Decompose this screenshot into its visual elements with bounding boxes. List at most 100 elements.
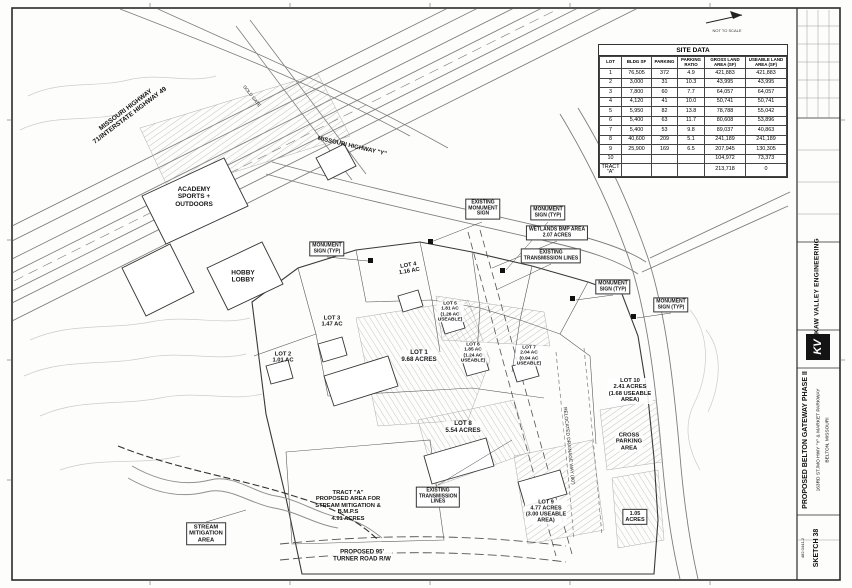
kaw-valley-logo-text: KV <box>812 339 824 355</box>
site-data-cell: 241,189 <box>745 134 787 146</box>
site-data-cell: 3,000 <box>621 77 652 89</box>
site-data-cell: 25,900 <box>621 144 652 155</box>
site-data-cell: 10.3 <box>677 77 705 89</box>
site-data-cell: 53 <box>651 125 678 136</box>
site-data-col-header: PARKING <box>651 55 678 70</box>
title-block-city: BELTON, MISSOURI <box>825 417 831 463</box>
label-existing-transmission-lines-north: EXISTING TRANSMISSION LINES <box>520 248 582 264</box>
site-data-cell: 5,400 <box>621 115 652 127</box>
site-data-cell: 80,608 <box>704 115 746 127</box>
site-data-cell: 6.5 <box>677 144 705 155</box>
label-hobby-lobby: HOBBY LOBBY <box>231 269 255 284</box>
building-footprints <box>121 143 568 507</box>
site-data-cell: 5,950 <box>621 106 652 117</box>
site-data-cell <box>621 153 652 165</box>
label-monument-sign-typ-1: MONUMENT SIGN (TYP) <box>530 205 566 221</box>
site-data-cell: 4.9 <box>677 68 705 79</box>
site-data-cell: 50,741 <box>745 96 787 108</box>
label-lot-2: LOT 2 1.01 AC <box>272 351 294 364</box>
site-data-cell <box>651 153 678 165</box>
site-data-cell: 40,863 <box>745 125 787 136</box>
site-data-cell: 241,189 <box>704 134 746 146</box>
label-lot-6: LOT 6 1.85 AC (1.24 AC USEABLE) <box>459 342 487 364</box>
site-boundary <box>251 241 659 575</box>
label-monument-sign-typ-3: MONUMENT SIGN (TYP) <box>595 279 631 295</box>
site-data-cell: 0 <box>745 163 787 178</box>
site-data-col-header: PARKING RATIO <box>677 55 705 70</box>
highway-y-lines <box>265 107 791 579</box>
site-data-cell: 9 <box>599 144 622 155</box>
label-lot-10: LOT 10 2.41 ACRES (1.68 USEABLE AREA) <box>607 378 653 404</box>
site-data-cell: 64,057 <box>704 87 746 98</box>
site-data-cell: 8 <box>599 134 622 146</box>
site-data-cell <box>621 163 652 178</box>
label-lot-5: LOT 5 1.81 AC (1.26 AC USEABLE) <box>436 301 464 323</box>
site-data-cell: 3 <box>599 87 622 98</box>
site-data-cell: 43,995 <box>704 77 746 89</box>
site-data-cell: 43,995 <box>745 77 787 89</box>
title-block-sheet-name: SKETCH 38 <box>813 528 821 568</box>
site-data-cell: 7.7 <box>677 87 705 98</box>
label-tract-a: TRACT "A" PROPOSED AREA FOR STREAM MITIG… <box>315 489 381 522</box>
label-lot-7: LOT 7 2.04 AC (0.94 AC USEABLE) <box>515 345 543 367</box>
parking-hatch-areas <box>139 73 665 549</box>
north-arrow-caption: NOT TO SCALE <box>712 27 742 33</box>
site-data-cell: 10.0 <box>677 96 705 108</box>
site-data-cell: TRACT "A" <box>599 163 622 178</box>
site-data-cell: 213,718 <box>704 163 746 178</box>
site-data-cell: 40,600 <box>621 134 652 146</box>
site-data-cell: 104,972 <box>704 153 746 165</box>
site-data-cell: 41 <box>651 96 678 108</box>
site-data-col-header: LOT <box>599 55 622 70</box>
flood-zone-line <box>117 445 379 541</box>
site-data-cell: 78,788 <box>704 106 746 117</box>
site-data-cell <box>677 163 705 178</box>
site-data-cell: 82 <box>651 106 678 117</box>
site-data-cell: 421,883 <box>704 68 746 79</box>
label-existing-transmission-lines-south: EXISTING TRANSMISSION LINES <box>415 486 461 508</box>
site-data-cell: 7 <box>599 125 622 136</box>
site-data-cell: 130,305 <box>745 144 787 155</box>
label-monument-sign-typ-2: MONUMENT SIGN (TYP) <box>309 241 345 257</box>
turner-road-lines <box>279 536 567 563</box>
kaw-valley-logo: KV <box>806 334 830 360</box>
site-data-cell: 5 <box>599 106 622 117</box>
label-lot-1: LOT 1 9.68 ACRES <box>400 349 438 364</box>
site-data-cell: 4,120 <box>621 96 652 108</box>
site-data-cell: 1 <box>599 68 622 79</box>
site-data-cell: 63 <box>651 115 678 127</box>
site-data-cell: 6 <box>599 115 622 127</box>
contour-lines <box>19 75 719 471</box>
site-data-cell: 50,741 <box>704 96 746 108</box>
site-data-cell <box>677 153 705 165</box>
site-data-cell <box>651 163 678 178</box>
site-data-cell: 209 <box>651 134 678 146</box>
site-data-cell: 60 <box>651 87 678 98</box>
label-existing-monument-sign: EXISTING MONUMENT SIGN <box>465 198 501 220</box>
title-block-dividers <box>796 8 840 580</box>
site-data-col-header: BLDG SF <box>621 55 652 70</box>
sheet-frame <box>7 3 845 585</box>
site-data-cell: 11.7 <box>677 115 705 127</box>
site-data-cell: 7,800 <box>621 87 652 98</box>
site-data-cell: 5.1 <box>677 134 705 146</box>
site-data-cell: 73,373 <box>745 153 787 165</box>
site-data-cell: 76,505 <box>621 68 652 79</box>
site-data-cell: 53,896 <box>745 115 787 127</box>
site-data-cell: 13.8 <box>677 106 705 117</box>
site-data-cell: 372 <box>651 68 678 79</box>
site-data-cell: 5,400 <box>621 125 652 136</box>
site-data-cell: 207,945 <box>704 144 746 155</box>
